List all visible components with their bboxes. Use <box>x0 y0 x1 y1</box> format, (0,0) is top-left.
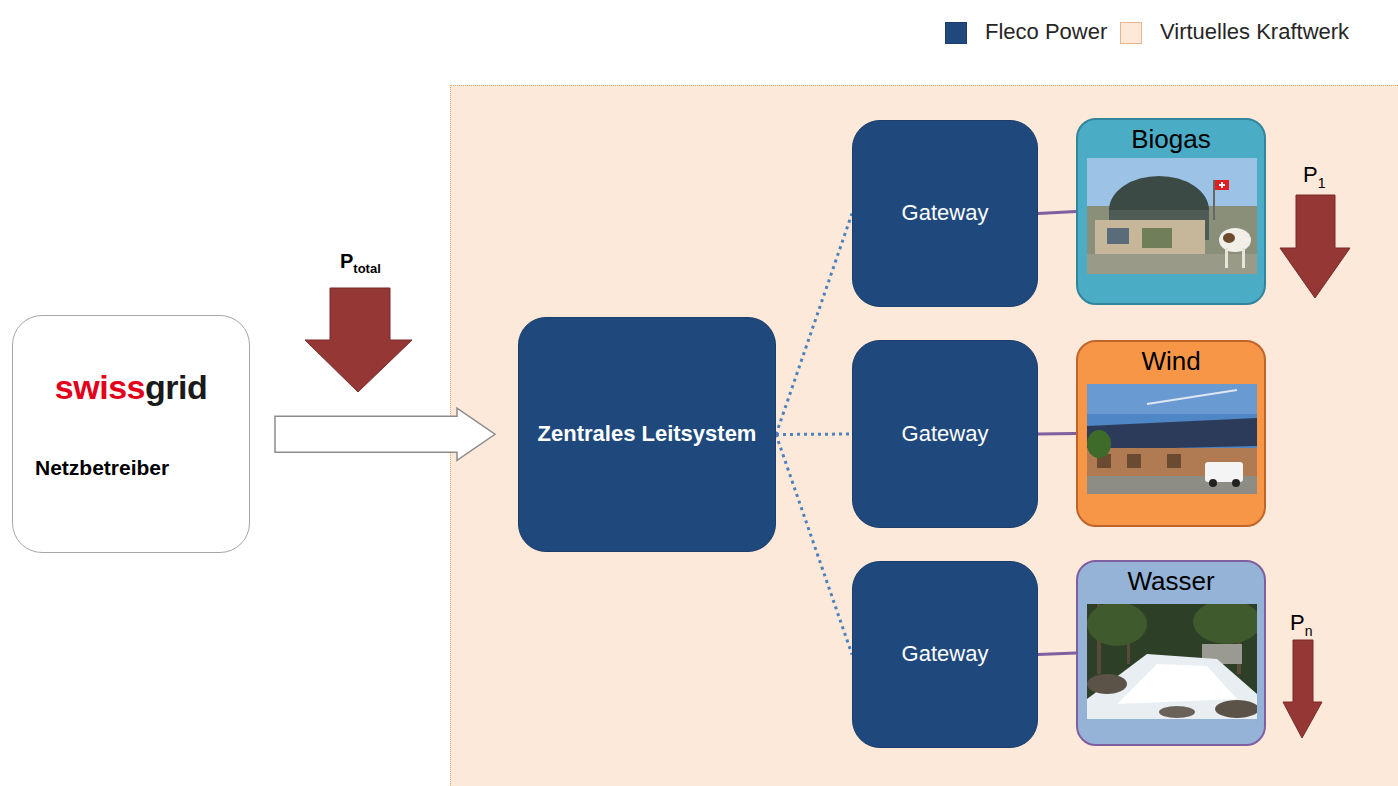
dotted-link <box>776 433 852 437</box>
operator-logo: swissgrid <box>13 368 249 407</box>
text-stack: Gateway <box>892 189 999 238</box>
plant-box: Wasser <box>1076 560 1266 746</box>
solid-link <box>1038 212 1076 214</box>
operator-box: swissgridNetzbetreiber <box>12 315 250 553</box>
power-arrow <box>1283 640 1322 738</box>
legend-swatch <box>945 22 967 44</box>
legend-text: Fleco Power <box>985 19 1107 45</box>
system-box: Zentrales Leitsystem <box>518 317 776 552</box>
solid-link <box>1038 653 1076 655</box>
box-label: Gateway <box>902 640 989 669</box>
text-stack: Gateway <box>892 630 999 679</box>
operator-name: Netzbetreiber <box>35 456 241 480</box>
system-box: Gateway <box>852 340 1038 528</box>
plant-box: Wind <box>1076 340 1266 527</box>
legend-swatch <box>1120 22 1142 44</box>
block-arrow <box>275 408 495 460</box>
box-label: Gateway <box>902 420 989 449</box>
dotted-link <box>776 435 852 655</box>
plant-title: Wind <box>1078 346 1264 377</box>
plant-title: Biogas <box>1078 124 1264 155</box>
system-box: Gateway <box>852 120 1038 307</box>
text-stack: Gateway <box>892 410 999 459</box>
solid-link <box>1038 432 1076 436</box>
power-label: P1 <box>1303 162 1325 191</box>
plant-title: Wasser <box>1078 566 1264 597</box>
plant-photo <box>1087 384 1257 498</box>
power-arrow <box>1280 195 1350 298</box>
dotted-link <box>776 214 852 435</box>
power-arrow <box>305 288 412 392</box>
system-box: Gateway <box>852 561 1038 748</box>
box-label: Zentrales Leitsystem <box>538 420 757 449</box>
plant-photo <box>1087 158 1257 278</box>
power-label: Pn <box>1290 610 1312 639</box>
plant-box: Biogas <box>1076 118 1266 305</box>
box-label: Gateway <box>902 199 989 228</box>
plant-photo <box>1087 604 1257 723</box>
power-label: Ptotal <box>340 250 381 276</box>
legend-text: Virtuelles Kraftwerk <box>1160 19 1349 45</box>
text-stack: Zentrales Leitsystem <box>528 410 767 459</box>
